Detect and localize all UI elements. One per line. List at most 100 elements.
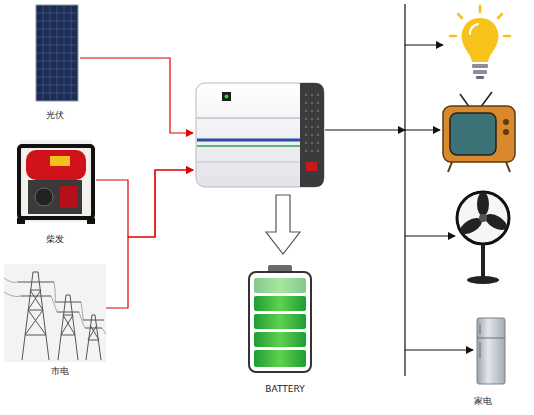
hollow-arrow [266,195,300,254]
refrigerator-part [477,318,505,384]
solar-panel-part [36,5,78,101]
electric-fan-part [479,214,487,222]
solar-panel-part [36,5,78,101]
television-part [450,113,496,155]
inverter-box-part-part [305,150,307,152]
power-grid-part-part [86,315,101,360]
battery-symbol-part [249,272,311,372]
grid-source: 市电 [0,262,110,380]
inverter-box-part-part [311,110,313,112]
inverter-box-part-part [317,134,319,136]
ac-bus-part [405,349,473,350]
solar-panel-part-part [36,85,78,86]
solar-panel-part-part [36,37,78,38]
diesel-generator-part [17,218,25,224]
inverter-box-part [225,95,229,99]
battery-symbol [249,265,311,372]
inverter-box-part [305,94,319,152]
television [443,92,515,172]
diesel-generator-part [26,150,86,180]
diesel-source: 柴发 [10,132,100,247]
inverter-box-part-part [317,110,319,112]
refrigerator-part [480,324,481,334]
node-label: 光伏 [30,110,80,121]
inverter-box-part [306,162,317,171]
node-label: 柴发 [10,234,100,245]
inverter-box-part [196,83,324,187]
electric-fan-part [457,192,509,244]
inverter-box-part-part [317,102,319,104]
light-bulb-part [462,18,499,62]
battery-symbol-part [254,332,306,347]
inverter-box-part [197,162,300,163]
solar-panel-part-part [36,29,78,30]
inverter-box [196,83,324,187]
solar-panel-part-part [36,69,78,70]
solar-panel-part-part [36,93,78,94]
ac-bus-part [405,44,443,45]
power-grid-part-part [4,278,106,334]
light-bulb-part-part [458,14,462,18]
power-line [106,170,193,308]
light-bulb-part [470,24,478,34]
power-grid-part [4,264,106,362]
television-part [506,162,510,172]
node-label: 市电 [10,366,110,377]
power-grid-part-part [58,295,78,360]
light-bulb-part-part [479,6,482,12]
solar-panel-part-part [36,61,78,62]
inverter-box-part-part [305,134,307,136]
solar-panel-part-part [36,13,78,14]
solar-source: 光伏 [30,2,80,127]
television-part [448,162,452,172]
battery-node: BATTERY [240,258,330,398]
electric-fan-part-part [483,211,510,233]
electric-fan [457,192,509,284]
power-grid-part-part [22,272,49,360]
diesel-generator-part [87,218,95,224]
electric-fan-part-part [477,192,489,216]
solar-panel-part-part [36,53,78,54]
light-bulb [450,6,510,79]
diesel-generator-part [60,186,78,208]
inverter-box-part-part [311,126,313,128]
inverter-box-part-part [317,94,319,96]
battery-symbol-part [254,314,306,329]
diesel-generator-part [35,188,53,206]
power-line [96,170,193,237]
electric-fan-part [458,192,510,237]
power-grid-part [4,272,106,360]
inverter-box-part-part [305,118,307,120]
diesel-generator [17,140,95,224]
battery-symbol-part [254,278,306,293]
battery-symbol-part [254,296,306,311]
inverter-box-part-part [311,150,313,152]
inverter-box-part-part [311,94,313,96]
light-bulb-part-part [504,35,510,38]
light-bulb-part-part [450,35,456,38]
refrigerator [477,318,505,384]
inverter-box-part-part [317,142,319,144]
node-label: BATTERY [240,384,330,395]
ac-bus-part [405,235,455,236]
inverter-box-part-part [311,134,313,136]
battery-symbol-part [254,350,306,367]
ac-bus-part [404,4,405,376]
diesel-generator-part [20,140,92,222]
inverter-box-part-part [305,110,307,112]
television-part [503,129,509,135]
inverter-node [193,80,325,190]
light-bulb-part [472,64,488,68]
inverter-box-part-part [305,126,307,128]
output-line [325,129,405,130]
inverter-box-part-part [305,102,307,104]
power-grid [4,264,106,362]
inverter-box-part [197,145,300,147]
appliance-group: 家电 [405,0,534,415]
inverter-box-part [300,83,324,187]
power-line [80,58,193,133]
inverter-box-part-part [317,126,319,128]
solar-panel-part-part [36,77,78,78]
